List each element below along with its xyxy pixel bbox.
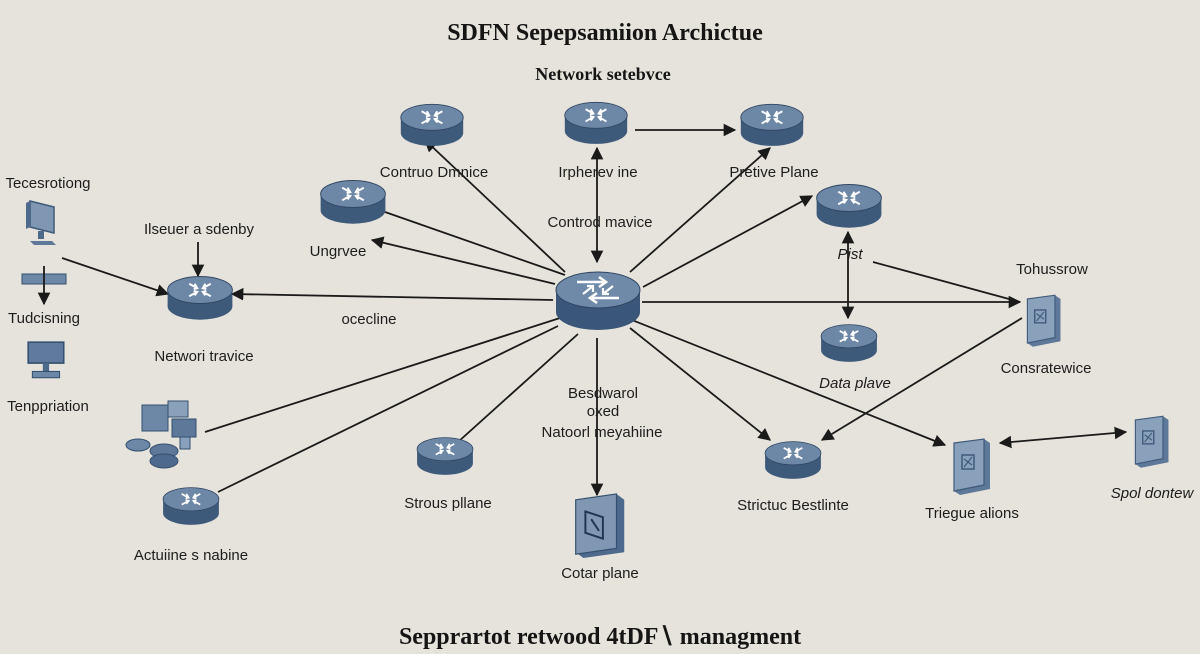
edge-hub-to-control-device bbox=[424, 139, 566, 273]
router-icon bbox=[416, 436, 474, 476]
terminal-tudcisning bbox=[21, 266, 67, 306]
router-icon bbox=[820, 323, 878, 363]
server-consratewice bbox=[1026, 294, 1062, 348]
server-triegue bbox=[953, 438, 991, 496]
label-strictuc: Strictuc Bestlinte bbox=[737, 497, 849, 514]
label-irpherev: Irpherev ine bbox=[558, 164, 637, 181]
edge-hub-to-cluster bbox=[204, 317, 561, 433]
router-ungrvee bbox=[319, 179, 387, 225]
document-icon bbox=[953, 438, 991, 496]
edge-hub-to-trigger bbox=[631, 319, 947, 447]
router-icon bbox=[162, 486, 220, 526]
connection-edges bbox=[61, 123, 1128, 497]
diagram-footer: Sepprartot retwood 4tDF∖ managment bbox=[399, 624, 801, 650]
edge-hub-to-pretive bbox=[629, 147, 771, 273]
label-oxed: oxed bbox=[587, 403, 620, 420]
router-actuiine bbox=[162, 486, 220, 526]
edge-consratewice-to-strictuc bbox=[820, 317, 1023, 441]
central-controller-icon bbox=[554, 270, 642, 332]
router-icon bbox=[563, 101, 629, 145]
edge-hub-to-ungrvee bbox=[370, 236, 556, 285]
label-cotar-plane: Cotar plane bbox=[561, 565, 639, 582]
router-icon bbox=[815, 183, 883, 229]
label-triegue: Triegue alions bbox=[925, 505, 1019, 522]
server-cluster bbox=[125, 400, 197, 469]
monitor-icon bbox=[27, 341, 65, 379]
monitor-icon bbox=[25, 200, 57, 246]
diagram-title: SDFN Sepepsamiion Archictue bbox=[447, 20, 763, 46]
label-actuiine: Actuiine s nabine bbox=[134, 547, 248, 564]
database-data-plave bbox=[820, 323, 878, 363]
label-ungrvee: Ungrvee bbox=[310, 243, 367, 260]
server-icon bbox=[125, 400, 197, 469]
label-iseuera: Ilseuer a sdenby bbox=[144, 221, 255, 238]
edge-trigger-to-spol bbox=[998, 426, 1128, 449]
label-contro-mavice: Controd mavice bbox=[547, 214, 652, 231]
label-contro-dmnice: Contruo Dmnice bbox=[380, 164, 488, 181]
label-tecesrotiong: Tecesrotiong bbox=[5, 175, 90, 192]
label-data-plave: Data plave bbox=[819, 375, 891, 392]
router-strictuc bbox=[764, 440, 822, 480]
server-icon bbox=[1134, 415, 1170, 469]
edge-pist-to-consratewice bbox=[872, 261, 1021, 303]
edge-hub-to-actuiine bbox=[217, 325, 559, 493]
server-icon bbox=[1026, 294, 1062, 348]
router-icon bbox=[764, 440, 822, 480]
label-pretive-plane: Pretive Plane bbox=[729, 164, 818, 181]
edge-hub-to-network-router bbox=[230, 287, 554, 301]
edge-terminal-to-network-router bbox=[61, 257, 170, 297]
diagram-subtitle: Network setebvce bbox=[535, 64, 670, 84]
edge-hub-to-strous bbox=[457, 333, 579, 443]
label-ocecline: ocecline bbox=[341, 311, 396, 328]
label-pist: Pist bbox=[837, 246, 863, 263]
label-tudcisning: Tudcisning bbox=[8, 310, 80, 327]
screen-tenppriation bbox=[27, 341, 65, 379]
docbox-cotar bbox=[574, 492, 626, 560]
node-labels: Contruo Dmnice Irpherev ine Pretive Plan… bbox=[5, 164, 1194, 582]
label-strous-pllane: Strous pllane bbox=[404, 495, 492, 512]
label-besdwarol: Besdwarol bbox=[568, 385, 638, 402]
monitor-tecesrotiong bbox=[25, 200, 57, 246]
router-strous bbox=[416, 436, 474, 476]
label-spol-dontew: Spol dontew bbox=[1111, 485, 1195, 502]
edge-left-router-to-hub bbox=[384, 211, 566, 276]
edge-hub-to-router-right bbox=[642, 195, 814, 288]
label-networ-travice: Networi travice bbox=[154, 348, 253, 365]
router-icon bbox=[166, 275, 234, 321]
router-icon bbox=[399, 103, 465, 147]
label-tohussrow: Tohussrow bbox=[1016, 261, 1088, 278]
router-pretive bbox=[739, 103, 805, 147]
router-icon bbox=[739, 103, 805, 147]
router-control-device bbox=[399, 103, 465, 147]
central-controller bbox=[554, 270, 642, 332]
server-spol bbox=[1134, 415, 1170, 469]
label-consratewice: Consratewice bbox=[1001, 360, 1092, 377]
document-icon bbox=[574, 492, 626, 560]
edge-hub-to-strictuc bbox=[629, 327, 771, 441]
label-natoorl: Natoorl meyahiine bbox=[542, 424, 663, 441]
router-pist bbox=[815, 183, 883, 229]
label-tenppriation: Tenppriation bbox=[7, 398, 89, 415]
router-irpherev bbox=[563, 101, 629, 145]
router-icon bbox=[319, 179, 387, 225]
router-network-travice bbox=[166, 275, 234, 321]
